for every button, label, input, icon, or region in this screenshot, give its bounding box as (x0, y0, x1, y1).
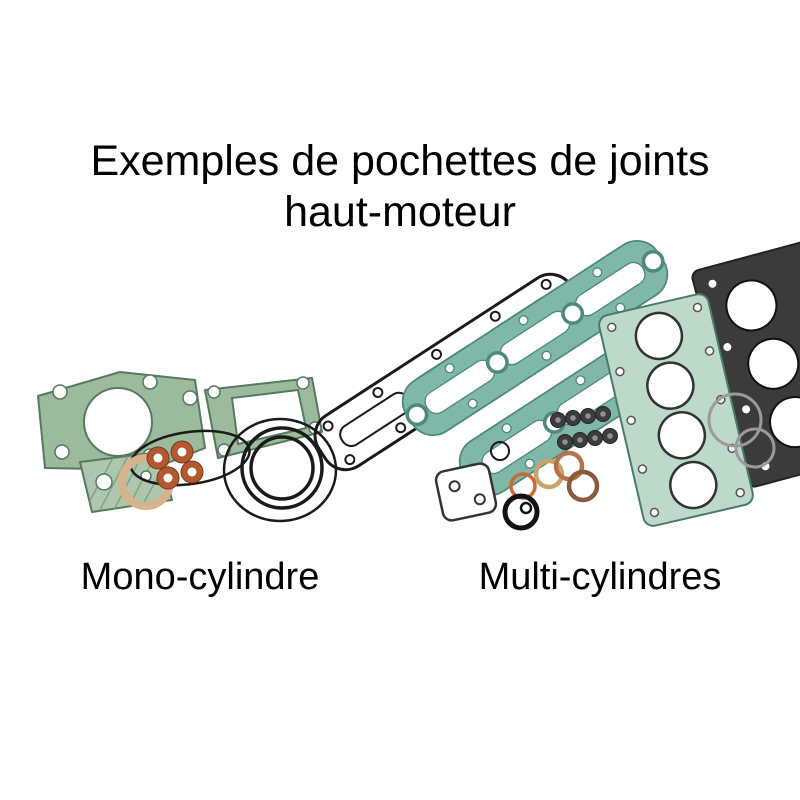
mono-cylinder-label: Mono-cylindre (80, 556, 320, 598)
valve-stem-seals (550, 406, 618, 450)
valve-cover-gasket-teal-1 (401, 239, 669, 437)
copper-washers (146, 440, 204, 490)
page-title-line-1: Exemples de pochettes de joints (90, 137, 710, 185)
thick-o-ring-with-seal (502, 493, 540, 531)
multi-cylinder-label: Multi-cylindres (478, 556, 722, 598)
mono-base-gasket (37, 371, 206, 471)
head-gasket-dark (691, 232, 800, 488)
mono-o-ring-set (222, 417, 338, 523)
multi-cylinder-gasket-set (313, 232, 800, 531)
head-gasket-4cyl (598, 293, 754, 527)
small-carb-gasket (434, 462, 498, 522)
page-title: Exemples de pochettes de joints haut-mot… (0, 136, 800, 237)
page-title-line-2: haut-moteur (284, 187, 516, 236)
small-thin-o-ring (490, 441, 510, 461)
gray-seal-rings (707, 392, 776, 469)
mono-cylinder-gasket-set (37, 371, 338, 523)
